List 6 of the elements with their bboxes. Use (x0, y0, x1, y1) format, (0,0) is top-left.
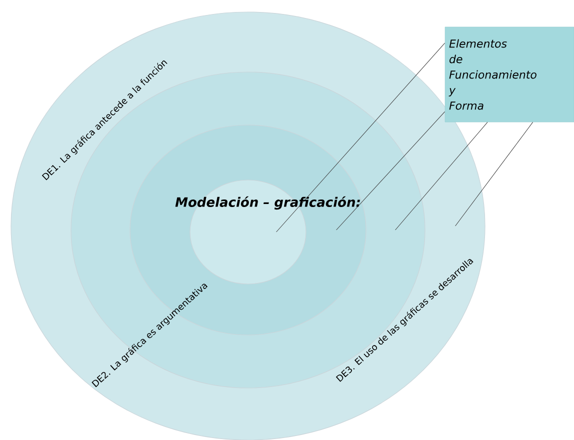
leader-line (395, 122, 488, 230)
center-title: Modelación – graficación: (175, 196, 360, 210)
leader-line (336, 111, 446, 230)
text-box: Elementos de Funcionamiento y Forma (444, 26, 574, 122)
leader-line (455, 122, 534, 226)
leader-line (276, 42, 446, 232)
